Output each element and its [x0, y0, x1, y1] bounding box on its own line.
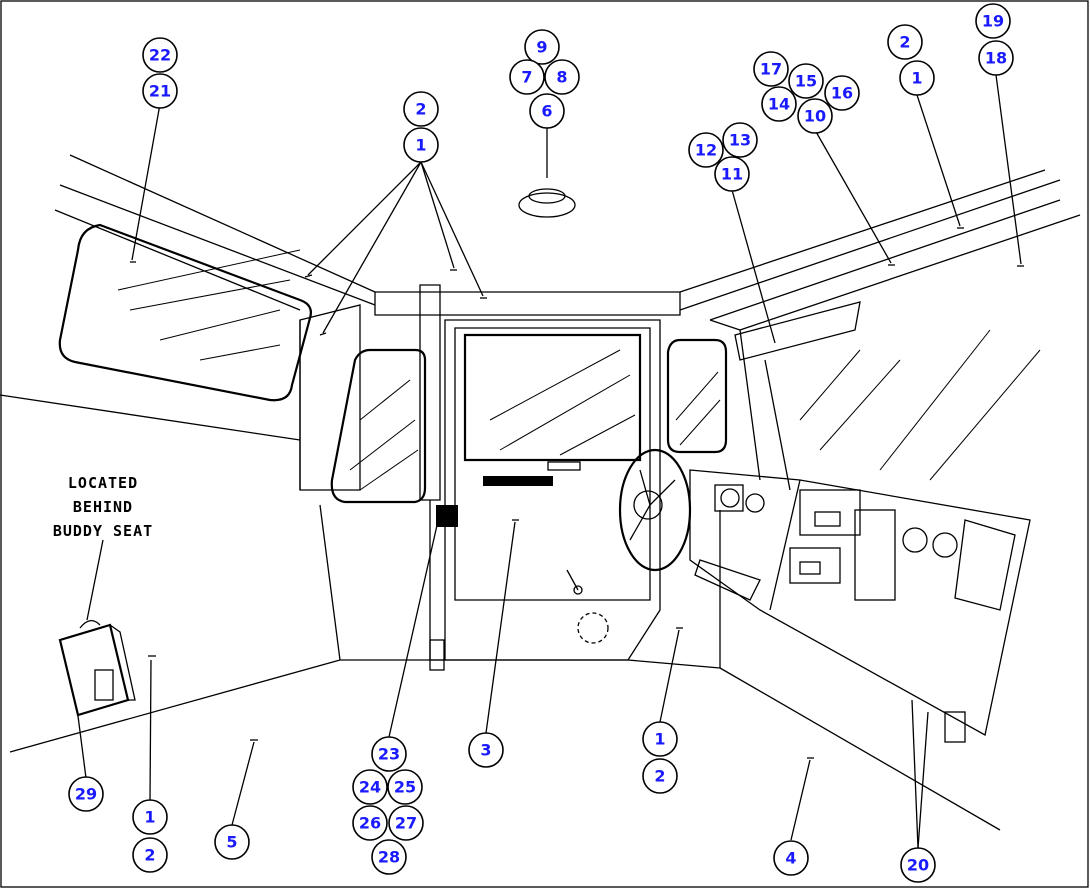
callout-15: 15 — [788, 63, 824, 99]
svg-text:2: 2 — [415, 100, 426, 119]
svg-text:12: 12 — [695, 141, 717, 160]
callout-6: 6 — [529, 93, 565, 129]
steering-wheel — [618, 448, 692, 572]
callout-1-left: 1 — [132, 799, 168, 835]
callout-13: 13 — [722, 122, 758, 158]
callout-1-right: 1 — [899, 60, 935, 96]
svg-text:2: 2 — [654, 767, 665, 786]
svg-text:1: 1 — [654, 730, 665, 749]
callout-11: 11 — [714, 156, 750, 192]
svg-text:11: 11 — [721, 165, 743, 184]
dome-lamp — [518, 192, 576, 218]
callout-5: 5 — [214, 824, 250, 860]
callout-12: 12 — [688, 132, 724, 168]
note-line-2: BEHIND — [73, 498, 133, 516]
svg-text:15: 15 — [795, 72, 817, 91]
svg-text:3: 3 — [480, 741, 491, 760]
callout-9: 9 — [524, 29, 560, 65]
callout-25: 25 — [387, 769, 423, 805]
svg-text:25: 25 — [394, 778, 416, 797]
svg-text:23: 23 — [378, 745, 400, 764]
callout-10: 10 — [797, 98, 833, 134]
right-rear-window — [666, 338, 728, 454]
svg-text:28: 28 — [378, 848, 400, 867]
callout-2-top: 2 — [403, 91, 439, 127]
svg-text:1: 1 — [415, 136, 426, 155]
callout-23: 23 — [371, 736, 407, 772]
svg-text:14: 14 — [768, 95, 790, 114]
callout-17: 17 — [753, 51, 789, 87]
svg-text:2: 2 — [144, 846, 155, 865]
callout-19: 19 — [975, 3, 1011, 39]
callout-18: 18 — [978, 40, 1014, 76]
side-door-window — [330, 348, 427, 504]
callout-2-right: 2 — [887, 24, 923, 60]
svg-text:2: 2 — [899, 33, 910, 52]
note-line-1: LOCATED — [68, 474, 138, 492]
callout-3: 3 — [468, 732, 504, 768]
svg-text:4: 4 — [785, 849, 796, 868]
svg-text:5: 5 — [226, 833, 237, 852]
svg-text:22: 22 — [149, 46, 171, 65]
svg-text:6: 6 — [541, 102, 552, 121]
callout-28: 28 — [371, 839, 407, 875]
svg-text:20: 20 — [907, 856, 929, 875]
note-line-3: BUDDY SEAT — [53, 522, 153, 540]
svg-text:17: 17 — [760, 60, 782, 79]
svg-text:9: 9 — [536, 38, 547, 57]
svg-text:24: 24 — [359, 778, 381, 797]
callout-4: 4 — [773, 840, 809, 876]
svg-text:10: 10 — [804, 107, 826, 126]
callout-14: 14 — [761, 86, 797, 122]
svg-text:26: 26 — [359, 814, 381, 833]
svg-text:27: 27 — [395, 814, 417, 833]
callout-2-left: 2 — [132, 837, 168, 873]
svg-text:19: 19 — [982, 12, 1004, 31]
svg-text:1: 1 — [144, 808, 155, 827]
callout-21: 21 — [142, 73, 178, 109]
callout-16: 16 — [824, 75, 860, 111]
callouts: 22 21 9 7 8 6 2 1 17 15 16 14 10 12 13 1… — [68, 3, 1014, 883]
callout-8: 8 — [544, 59, 580, 95]
svg-text:18: 18 — [985, 49, 1007, 68]
svg-text:7: 7 — [521, 68, 532, 87]
callout-26: 26 — [352, 805, 388, 841]
location-note: LOCATED BEHIND BUDDY SEAT — [53, 474, 153, 540]
svg-text:29: 29 — [75, 785, 97, 804]
svg-text:16: 16 — [831, 84, 853, 103]
callout-20: 20 — [900, 847, 936, 883]
left-window — [58, 223, 312, 402]
callout-7: 7 — [509, 59, 545, 95]
callout-22: 22 — [142, 37, 178, 73]
callout-29: 29 — [68, 776, 104, 812]
callout-1-center: 1 — [642, 721, 678, 757]
cab-drawing — [0, 154, 1081, 831]
svg-text:8: 8 — [556, 68, 567, 87]
leader-lines — [77, 74, 1022, 849]
svg-text:13: 13 — [729, 131, 751, 150]
callout-27: 27 — [388, 805, 424, 841]
callout-1-top: 1 — [403, 127, 439, 163]
callout-24: 24 — [352, 769, 388, 805]
buddy-seat-box — [58, 620, 136, 717]
svg-text:21: 21 — [149, 82, 171, 101]
svg-text:1: 1 — [911, 69, 922, 88]
callout-2-center: 2 — [642, 758, 678, 794]
